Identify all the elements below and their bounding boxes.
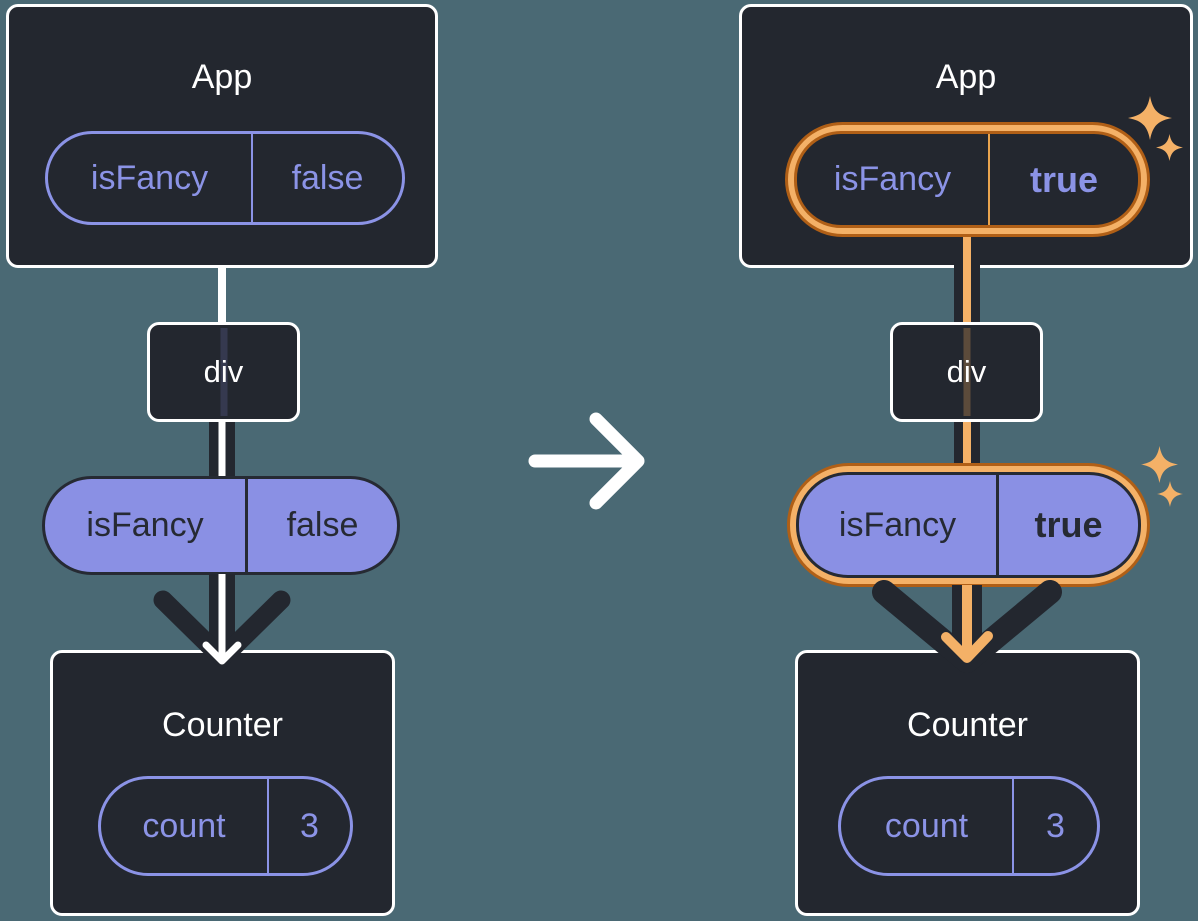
prop-flow-line-highlighted	[954, 422, 980, 466]
state-key: isFancy	[48, 134, 253, 222]
passed-prop-pill-before: isFancy false	[42, 476, 400, 575]
state-key: count	[841, 779, 1014, 873]
right-arrow-icon	[528, 412, 645, 510]
prop-value: true	[1034, 504, 1103, 545]
state-value: 3	[300, 806, 319, 845]
app-state-pill-highlighted: isFancy true	[794, 131, 1141, 228]
down-arrow-icon	[153, 574, 291, 668]
app-title: App	[935, 58, 997, 96]
prop-key: isFancy	[45, 479, 248, 572]
passed-prop-pill-after: isFancy true	[796, 472, 1141, 578]
counter-component-box-after: Counter count 3	[795, 650, 1140, 916]
app-component-box-before: App isFancy false	[6, 4, 438, 268]
highlight-ring: isFancy true	[785, 122, 1150, 237]
highlight-ring: isFancy true	[787, 463, 1150, 587]
counter-state-pill: count 3	[98, 776, 353, 876]
counter-title: Counter	[907, 706, 1028, 744]
div-node-after: div	[890, 322, 1043, 422]
div-node-before: div	[147, 322, 300, 422]
state-value: false	[291, 158, 364, 197]
prop-value: false	[286, 506, 359, 544]
counter-state-pill: count 3	[838, 776, 1100, 876]
tree-connector-highlighted	[954, 234, 980, 324]
app-title: App	[191, 58, 253, 96]
counter-title: Counter	[162, 706, 283, 744]
state-key: isFancy	[797, 134, 990, 225]
prop-key: isFancy	[799, 475, 999, 575]
state-value: 3	[1046, 806, 1065, 845]
counter-component-box-before: Counter count 3	[50, 650, 395, 916]
prop-pass-through-line	[220, 328, 227, 416]
div-label: div	[203, 354, 244, 389]
state-key: count	[101, 779, 269, 873]
prop-flow-line	[209, 422, 235, 478]
div-label: div	[946, 354, 987, 389]
app-state-pill: isFancy false	[45, 131, 405, 225]
tree-connector	[218, 267, 226, 324]
sparkle-icon	[1141, 446, 1178, 483]
state-value: true	[1029, 158, 1098, 200]
sparkle-icon	[1157, 481, 1183, 507]
prop-pass-through-line	[963, 328, 970, 416]
